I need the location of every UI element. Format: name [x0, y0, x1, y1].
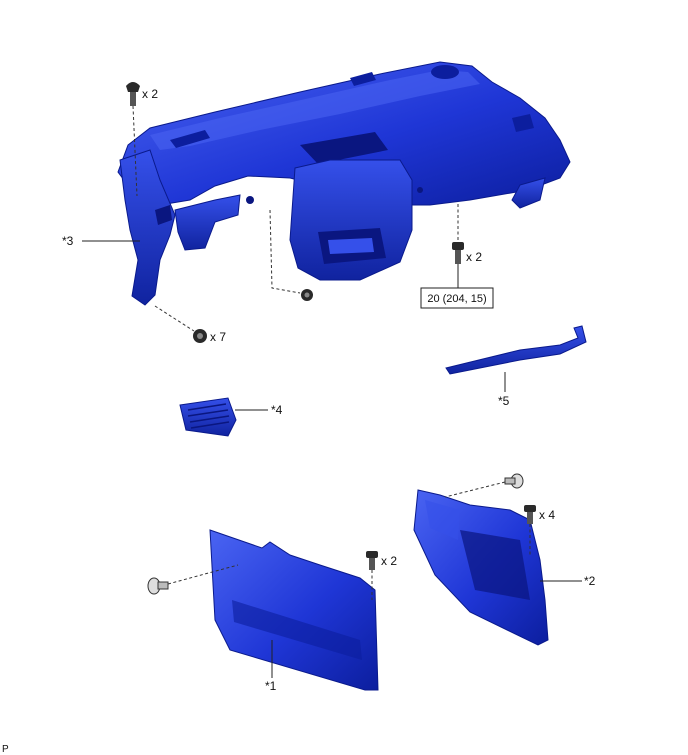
part-4-register — [179, 397, 237, 437]
nut-guide — [269, 209, 301, 294]
callout-3: *3 — [62, 234, 74, 248]
clip-glovebox — [504, 473, 524, 489]
callout-2: *2 — [584, 574, 596, 588]
qty-bolt-bottom: x 7 — [210, 330, 226, 344]
callout-5: *5 — [498, 394, 510, 408]
qty-bolt-glovebox-upper: x 4 — [539, 508, 555, 522]
bolt-bottom — [193, 329, 207, 343]
bolt-bottom-guide — [154, 305, 195, 332]
clip-top-guide — [132, 105, 138, 197]
torque-box — [420, 287, 494, 309]
callout-4: *4 — [271, 403, 283, 417]
clip-left-guide — [167, 564, 239, 585]
clip-top — [126, 82, 140, 106]
part-5-strip — [445, 325, 587, 375]
qty-clip-top: x 2 — [142, 87, 158, 101]
footer-mark: P — [2, 744, 9, 755]
qty-bolt-right: x 2 — [466, 250, 482, 264]
qty-bolt-glovebox-lower: x 2 — [381, 554, 397, 568]
bolt-glovebox-upper — [524, 505, 536, 524]
callout-1: *1 — [265, 679, 277, 693]
torque-label: 20 (204, 15) — [427, 293, 486, 305]
clip-glovebox-guide — [444, 481, 506, 498]
clip-left — [147, 577, 169, 595]
bolt-right — [452, 242, 464, 264]
nut — [301, 289, 313, 301]
bolt-glovebox-lower — [366, 551, 378, 570]
instrument-panel-assembly — [117, 61, 571, 306]
